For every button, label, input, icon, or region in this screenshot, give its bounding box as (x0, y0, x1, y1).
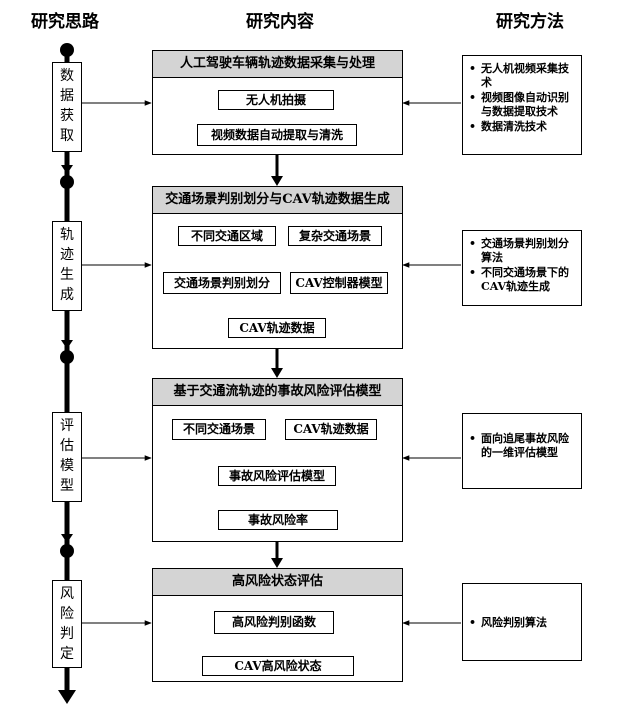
spine-node (60, 544, 74, 558)
method-item: 不同交通场景下的CAV轨迹生成 (469, 266, 577, 294)
node-risk-eval-model: 事故风险评估模型 (218, 466, 336, 486)
header-approach: 研究思路 (0, 12, 130, 32)
methods-risk-determination: 风险判别算法 (462, 583, 582, 661)
stage-title: 人工驾驶车辆轨迹数据采集与处理 (153, 51, 402, 78)
node-traffic-scene: 不同交通场景 (172, 419, 266, 440)
method-item: 交通场景判别划分算法 (469, 237, 577, 265)
method-item: 数据清洗技术 (469, 120, 577, 134)
methods-evaluation-model: 面向追尾事故风险的一维评估模型 (462, 413, 582, 489)
methods-trajectory-generation: 交通场景判别划分算法 不同交通场景下的CAV轨迹生成 (462, 230, 582, 306)
stage-title: 高风险状态评估 (153, 569, 402, 596)
header-method: 研究方法 (470, 12, 590, 32)
node-accident-risk-rate: 事故风险率 (218, 510, 338, 530)
node-risk-function: 高风险判别函数 (214, 611, 334, 634)
method-item: 视频图像自动识别与数据提取技术 (469, 91, 577, 119)
header-content: 研究内容 (220, 12, 340, 32)
node-scene-classification: 交通场景判别划分 (163, 272, 281, 294)
method-item: 面向追尾事故风险的一维评估模型 (469, 432, 577, 460)
spine-node (60, 350, 74, 364)
node-cav-controller: CAV控制器模型 (290, 272, 388, 294)
label-data-acquisition: 数据获取 (52, 62, 82, 152)
stage-title: 基于交通流轨迹的事故风险评估模型 (153, 379, 402, 406)
node-traffic-area: 不同交通区域 (178, 226, 276, 246)
node-cav-trajectory-data: CAV轨迹数据 (285, 419, 377, 440)
node-video-extraction: 视频数据自动提取与清洗 (197, 124, 357, 146)
label-trajectory-generation: 轨迹生成 (52, 221, 82, 311)
method-item: 风险判别算法 (469, 616, 577, 630)
spine-arrow (58, 690, 76, 704)
label-risk-determination: 风险判定 (52, 580, 82, 668)
node-complex-scene: 复杂交通场景 (288, 226, 382, 246)
label-evaluation-model: 评估模型 (52, 412, 82, 502)
node-cav-trajectory: CAV轨迹数据 (228, 318, 326, 338)
node-cav-high-risk-state: CAV高风险状态 (202, 656, 354, 676)
methods-data-acquisition: 无人机视频采集技术 视频图像自动识别与数据提取技术 数据清洗技术 (462, 55, 582, 155)
stage-title: 交通场景判别划分与CAV轨迹数据生成 (153, 187, 402, 214)
spine-node (60, 43, 74, 57)
spine-node (60, 175, 74, 189)
node-drone-capture: 无人机拍摄 (218, 90, 334, 110)
method-item: 无人机视频采集技术 (469, 62, 577, 90)
